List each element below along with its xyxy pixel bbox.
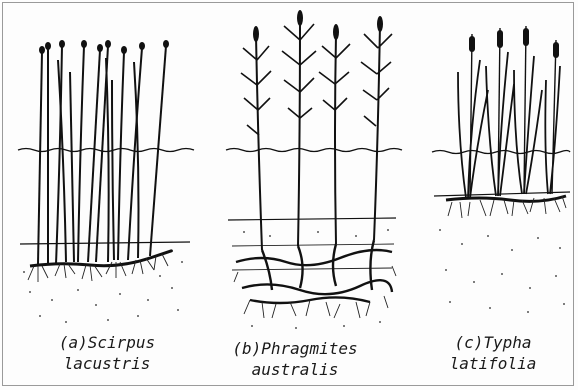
panel-b-soil-line bbox=[228, 218, 396, 220]
panel-a-soil-line bbox=[20, 242, 190, 244]
caption-a-line2: lacustris bbox=[22, 353, 192, 374]
panel-c-typha-drawing bbox=[432, 26, 570, 313]
panel-a-scirpus-drawing bbox=[18, 40, 194, 323]
panel-b-leaves bbox=[241, 24, 392, 135]
panel-b-plumes bbox=[253, 10, 383, 42]
panel-c-rhizome bbox=[446, 196, 566, 201]
panel-b-phragmites-drawing bbox=[226, 10, 402, 329]
panel-b-rhizomes bbox=[236, 240, 392, 303]
panel-c-sediment bbox=[439, 229, 565, 313]
caption-typha-latifolia: (c)Typha latifolia bbox=[428, 332, 558, 374]
panel-b-stems bbox=[256, 16, 380, 250]
panel-a-stems bbox=[38, 46, 166, 264]
panel-c-water-line bbox=[432, 151, 570, 154]
panel-a-sediment bbox=[23, 261, 183, 323]
panel-c-cattail-heads bbox=[469, 28, 559, 58]
caption-a-line1: (a)Scirpus bbox=[22, 332, 192, 353]
panel-c-leaves bbox=[458, 52, 560, 198]
caption-b-line2: australis bbox=[210, 359, 380, 380]
caption-c-line1: (c)Typha bbox=[428, 332, 558, 353]
panel-a-water-line bbox=[18, 149, 194, 152]
caption-phragmites-australis: (b)Phragmites australis bbox=[210, 338, 380, 380]
caption-scirpus-lacustris: (a)Scirpus lacustris bbox=[22, 332, 192, 374]
panel-a-seed-heads bbox=[39, 40, 169, 54]
panel-b-water-line bbox=[226, 149, 402, 152]
caption-c-line2: latifolia bbox=[428, 353, 558, 374]
caption-b-line1: (b)Phragmites bbox=[210, 338, 380, 359]
